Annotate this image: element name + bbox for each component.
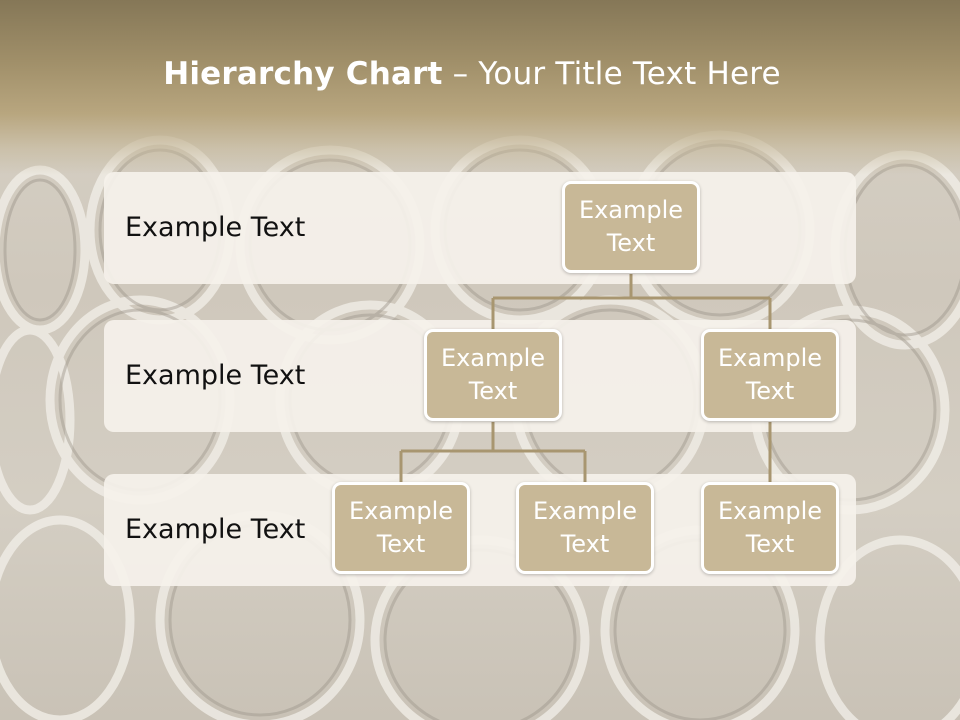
title-rest: – Your Title Text Here xyxy=(442,56,781,92)
node-level2-right[interactable]: Example Text xyxy=(701,329,839,421)
node-level2-left[interactable]: Example Text xyxy=(424,329,562,421)
node-level3-a-label: Example Text xyxy=(348,497,454,558)
title-bold: Hierarchy Chart xyxy=(163,56,443,92)
node-level3-a[interactable]: Example Text xyxy=(332,482,470,574)
node-root[interactable]: Example Text xyxy=(562,181,700,273)
level-label-3: Example Text xyxy=(125,514,306,545)
node-level3-c[interactable]: Example Text xyxy=(701,482,839,574)
level-label-2: Example Text xyxy=(125,360,306,391)
slide-title: Hierarchy Chart – Your Title Text Here xyxy=(0,56,944,92)
level-label-1: Example Text xyxy=(125,212,306,243)
node-level3-b-label: Example Text xyxy=(532,497,638,558)
node-level2-right-label: Example Text xyxy=(717,344,823,405)
node-level2-left-label: Example Text xyxy=(440,344,546,405)
node-level3-c-label: Example Text xyxy=(717,497,823,558)
title-band xyxy=(0,0,960,175)
node-level3-b[interactable]: Example Text xyxy=(516,482,654,574)
level-band-1: Example Text xyxy=(104,172,856,284)
node-root-label: Example Text xyxy=(578,196,684,257)
